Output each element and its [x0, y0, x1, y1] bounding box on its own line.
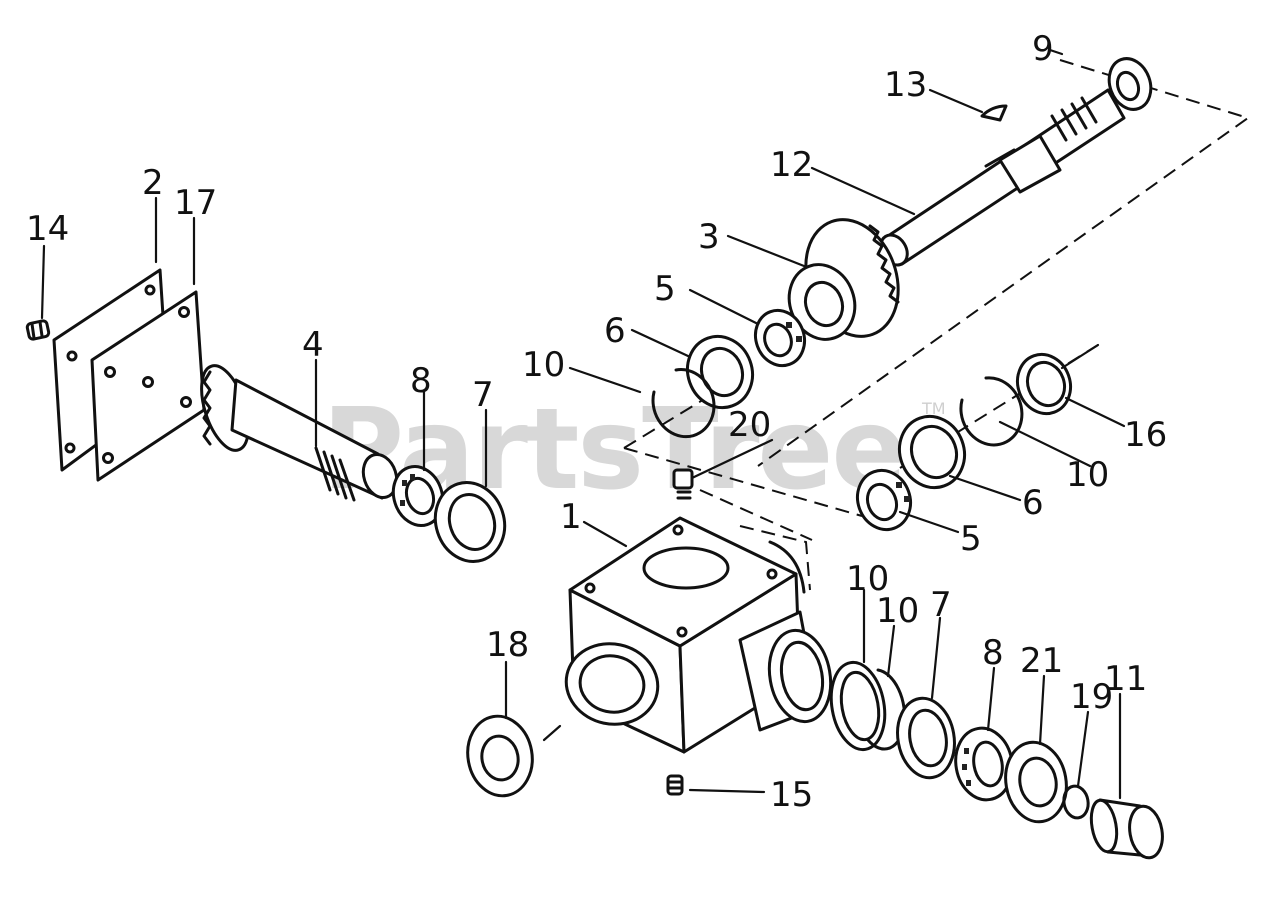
part-8-bearing-cone-lower [954, 726, 1014, 802]
part-1-gearbox-housing [564, 516, 833, 754]
callout-1: 1 [560, 497, 582, 537]
callout-4: 4 [302, 325, 324, 365]
callout-10-lower-b: 10 [876, 591, 919, 631]
callout-16: 16 [1124, 415, 1167, 455]
callout-18: 18 [486, 625, 529, 665]
callout-labels: 9 13 12 3 5 6 10 14 2 17 4 8 7 20 16 10 … [26, 29, 1167, 815]
callout-7-left: 7 [472, 375, 494, 415]
callout-9: 9 [1032, 29, 1054, 69]
part-5-bearing-cone-right [856, 468, 912, 532]
exploded-axis-lines [623, 59, 1251, 591]
callout-2: 2 [142, 163, 164, 203]
part-14-plug [25, 319, 51, 341]
part-8-bearing-cone-left [391, 465, 445, 527]
callout-7-lower: 7 [930, 585, 952, 625]
callout-6-right: 6 [1022, 483, 1044, 523]
callout-5-right: 5 [960, 519, 982, 559]
part-3-bevel-gear [787, 218, 900, 341]
part-12-input-shaft [879, 88, 1126, 267]
part-11-end-cap [1089, 798, 1164, 860]
part-4-pinion-shaft [200, 364, 399, 502]
part-18-seal-left [466, 714, 534, 798]
part-7-bearing-cup-lower [896, 696, 956, 780]
axis-line-upper [757, 59, 1251, 467]
callout-17: 17 [174, 183, 217, 223]
callout-21: 21 [1020, 641, 1063, 681]
part-7-bearing-cup-left [433, 481, 507, 563]
callout-10-right: 10 [1066, 455, 1109, 495]
callout-8-left: 8 [410, 361, 432, 401]
callout-10-upper: 10 [522, 345, 565, 385]
part-20-vent-plug [672, 468, 694, 500]
callout-11: 11 [1104, 659, 1147, 699]
axis-line-housing-top [739, 525, 811, 591]
callout-20: 20 [728, 405, 771, 445]
part-16-oil-seal [1016, 352, 1072, 416]
part-6-bearing-cup-right [898, 414, 966, 490]
callout-6-upper: 6 [604, 311, 626, 351]
part-19-o-ring [1062, 784, 1090, 820]
callout-19: 19 [1070, 677, 1113, 717]
callout-10-lower-a: 10 [846, 559, 889, 599]
part-13-woodruff-key [980, 104, 1008, 122]
part-9-end-bearing [1107, 57, 1153, 111]
axis-line-seal-upper [623, 397, 707, 449]
callout-14: 14 [26, 209, 69, 249]
part-10-snap-ring-lower-a [829, 660, 887, 752]
callout-3: 3 [698, 217, 720, 257]
part-10-snap-ring-upper [651, 368, 716, 439]
callout-15: 15 [770, 775, 813, 815]
part-5-bearing-cone-upper [753, 308, 807, 368]
callout-5-upper: 5 [654, 269, 676, 309]
part-10-snap-ring-right [959, 376, 1024, 447]
callout-8-lower: 8 [982, 633, 1004, 673]
callout-13: 13 [884, 65, 927, 105]
axis-line-right-stack [899, 344, 1099, 469]
callout-12: 12 [770, 145, 813, 185]
leader-lines [40, 48, 1126, 800]
axis-line-seal-lower [623, 447, 863, 517]
watermark-trademark: TM [921, 399, 946, 418]
part-21-washer [1004, 740, 1068, 824]
part-15-drain-plug [666, 774, 684, 796]
